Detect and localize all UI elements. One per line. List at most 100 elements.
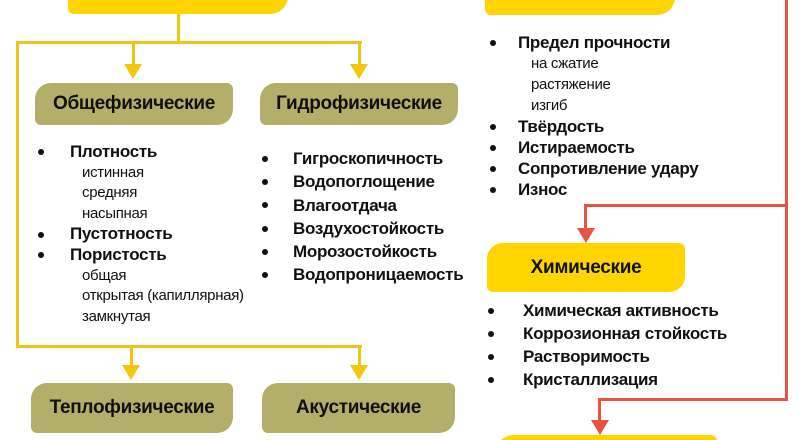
list-item: Химическая активность <box>488 299 727 322</box>
bullet-icon <box>490 165 496 172</box>
bullet-icon <box>38 231 44 238</box>
connector-line <box>177 14 180 42</box>
bullet-icon <box>38 252 44 259</box>
list-item-text: Гигроскопичность <box>293 149 443 168</box>
list-item: Твёрдость <box>490 116 698 137</box>
list-item-text: Истираемость <box>518 138 635 157</box>
category-box-hydro-physical: Гидрофизические <box>260 83 458 125</box>
list-item-text: насыпная <box>82 204 148 222</box>
list-item-text: Пористость <box>70 244 167 264</box>
category-box-chemical: Химические <box>487 243 685 292</box>
list-item-text: Влагоотдача <box>293 195 397 215</box>
category-label: Акустические <box>296 397 421 418</box>
parent-box-physical-partial <box>68 0 288 14</box>
list-item-text: Воздухостойкость <box>293 218 445 238</box>
list-item-text: Водопоглощение <box>293 172 435 192</box>
list-item-text: Химическая активность <box>523 301 719 320</box>
list-subitem: замкнутая <box>38 307 244 328</box>
bullet-icon <box>490 39 496 46</box>
bullet-icon <box>262 155 268 162</box>
arrow-down-icon <box>124 64 142 79</box>
bullet-icon <box>490 123 496 130</box>
general-physical-list: Плотность истинная средняя насыпная Пуст… <box>38 142 244 327</box>
bullet-icon <box>262 248 268 255</box>
list-item-text: замкнутая <box>82 307 151 325</box>
bottom-box-partial <box>497 435 717 440</box>
connector-line <box>598 398 601 421</box>
list-subitem: общая <box>38 266 244 287</box>
list-subitem: средняя <box>38 183 244 204</box>
bullet-icon <box>490 144 496 151</box>
connector-line <box>584 204 587 230</box>
category-label: Теплофизические <box>49 397 215 418</box>
category-label: Гидрофизические <box>276 93 442 114</box>
connector-line <box>132 43 135 66</box>
connector-line <box>16 345 362 348</box>
category-label: Общефизические <box>52 93 215 114</box>
connector-line <box>16 41 362 44</box>
list-item-text: истинная <box>82 163 144 181</box>
list-item-text: общая <box>82 266 127 284</box>
list-item-text: Пустотность <box>70 224 173 244</box>
list-item: Гигроскопичность <box>262 147 463 170</box>
list-item: Растворимость <box>488 345 727 368</box>
connector-line <box>358 43 361 66</box>
category-box-general-physical: Общефизические <box>35 83 233 125</box>
connector-line <box>598 398 788 401</box>
bullet-icon <box>488 353 494 360</box>
category-box-acoustic: Акустические <box>262 383 455 433</box>
bullet-icon <box>490 186 496 193</box>
arrow-down-icon <box>591 420 609 435</box>
list-item-text: Водопроницаемость <box>293 265 464 285</box>
list-item-text: Кристаллизация <box>523 370 658 389</box>
list-item: Водопоглощение <box>262 170 463 193</box>
connector-line <box>130 347 133 367</box>
list-subitem: открытая (капиллярная) <box>38 286 244 307</box>
bullet-icon <box>262 178 268 185</box>
list-item: Сопротивление удару <box>490 158 699 179</box>
chemical-list: Химическая активность Коррозионная стойк… <box>488 299 727 391</box>
list-item-text: на сжатие <box>531 55 599 72</box>
list-item: Предел прочности <box>490 32 698 53</box>
connector-line <box>584 204 788 207</box>
list-item: Пустотность <box>38 224 244 245</box>
list-item: Истираемость <box>490 137 698 158</box>
list-item-text: Износ <box>518 180 568 199</box>
connector-line <box>785 0 788 401</box>
list-item-text: Предел прочности <box>518 33 671 52</box>
list-item-text: Твёрдость <box>518 117 605 136</box>
list-item-text: Коррозионная стойкость <box>523 324 728 343</box>
list-item: Водопроницаемость <box>262 263 464 286</box>
list-subitem: насыпная <box>38 204 244 225</box>
connector-line <box>16 41 19 348</box>
list-item: Износ <box>490 179 698 200</box>
mechanical-list: Предел прочности на сжатие растяжение из… <box>490 32 699 200</box>
list-subitem: растяжение <box>490 74 698 95</box>
arrow-down-icon <box>350 64 368 79</box>
category-label: Химические <box>530 256 642 278</box>
parent-box-mechanical-partial <box>485 0 675 15</box>
list-item: Пористость <box>38 245 244 266</box>
list-subitem: на сжатие <box>490 53 698 74</box>
bullet-icon <box>262 202 268 209</box>
connector-line <box>358 347 361 367</box>
bullet-icon <box>262 225 268 232</box>
list-item-text: открытая (капиллярная) <box>82 287 244 305</box>
list-item-text: Морозостойкость <box>293 242 437 262</box>
list-item-text: растяжение <box>531 76 611 93</box>
category-box-thermo-physical: Теплофизические <box>31 383 233 433</box>
list-item: Коррозионная стойкость <box>488 322 727 345</box>
arrow-down-icon <box>122 365 140 380</box>
list-item-text: Растворимость <box>523 347 650 366</box>
bullet-icon <box>488 330 494 337</box>
list-item: Кристаллизация <box>488 368 727 391</box>
list-item: Воздухостойкость <box>262 217 463 240</box>
list-subitem: истинная <box>38 163 244 184</box>
bullet-icon <box>38 149 44 156</box>
list-item: Влагоотдача <box>262 194 463 217</box>
list-subitem: изгиб <box>490 95 698 116</box>
hydro-physical-list: Гигроскопичность Водопоглощение Влагоотд… <box>262 147 464 287</box>
bullet-icon <box>262 272 268 279</box>
bullet-icon <box>488 376 494 383</box>
